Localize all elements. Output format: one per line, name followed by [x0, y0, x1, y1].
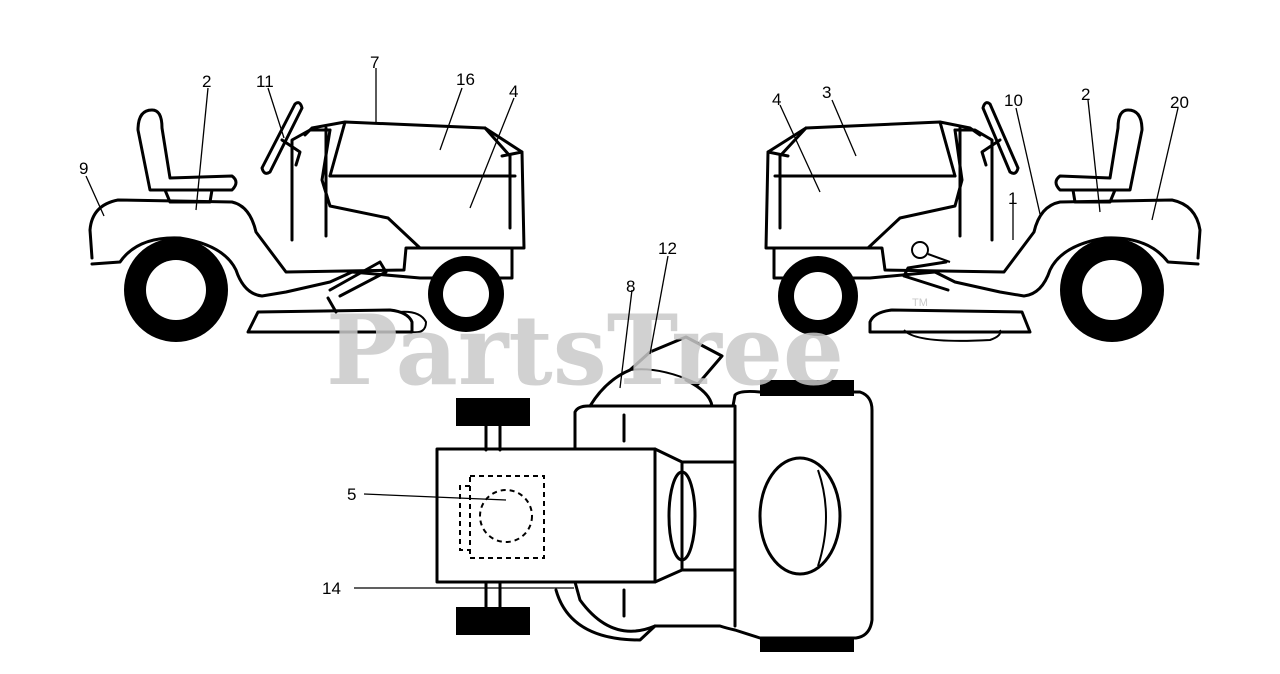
decal-outline — [469, 475, 545, 559]
steering-wheel — [260, 101, 304, 175]
callout-2: 2 — [202, 72, 211, 91]
tractor-top-view — [435, 335, 874, 652]
watermark: PartsTree — [326, 294, 844, 407]
seat — [1054, 108, 1144, 192]
callout-8: 8 — [626, 277, 635, 296]
front-right-tyre — [760, 638, 854, 652]
mower-deck — [246, 308, 414, 334]
callout-7: 7 — [370, 53, 379, 72]
rear-left-tyre — [456, 398, 530, 426]
callout-10: 10 — [1004, 91, 1023, 110]
callouts: 9 2 11 7 16 4 4 3 10 2 20 1 12 8 5 14 — [79, 53, 1189, 598]
leader-lines — [85, 68, 1179, 589]
callout-4: 4 — [509, 82, 518, 101]
grass-chute — [588, 335, 724, 408]
hood — [764, 120, 982, 250]
rear-fender — [772, 198, 1202, 298]
callout-12: 12 — [658, 239, 677, 258]
mower-deck — [868, 308, 1032, 334]
rear-fender — [88, 198, 514, 298]
rear-body — [435, 447, 657, 584]
callout-11: 11 — [256, 72, 274, 91]
hood — [303, 120, 526, 250]
callout-3: 3 — [822, 83, 831, 102]
seat — [136, 108, 238, 192]
callout-1: 1 — [1008, 189, 1017, 208]
callout-9: 9 — [79, 159, 88, 178]
tractor-right-view — [764, 101, 1202, 342]
tractor-left-view — [88, 101, 526, 342]
callout-2: 2 — [1081, 85, 1090, 104]
callout-5: 5 — [347, 485, 356, 504]
rear-right-tyre — [456, 607, 530, 635]
callout-4: 4 — [772, 90, 781, 109]
callout-16: 16 — [456, 70, 475, 89]
steering-wheel — [981, 101, 1020, 175]
watermark-tm: TM — [912, 297, 928, 309]
callout-20: 20 — [1170, 93, 1189, 112]
callout-14: 14 — [322, 579, 341, 598]
hood-top-view — [573, 389, 874, 640]
